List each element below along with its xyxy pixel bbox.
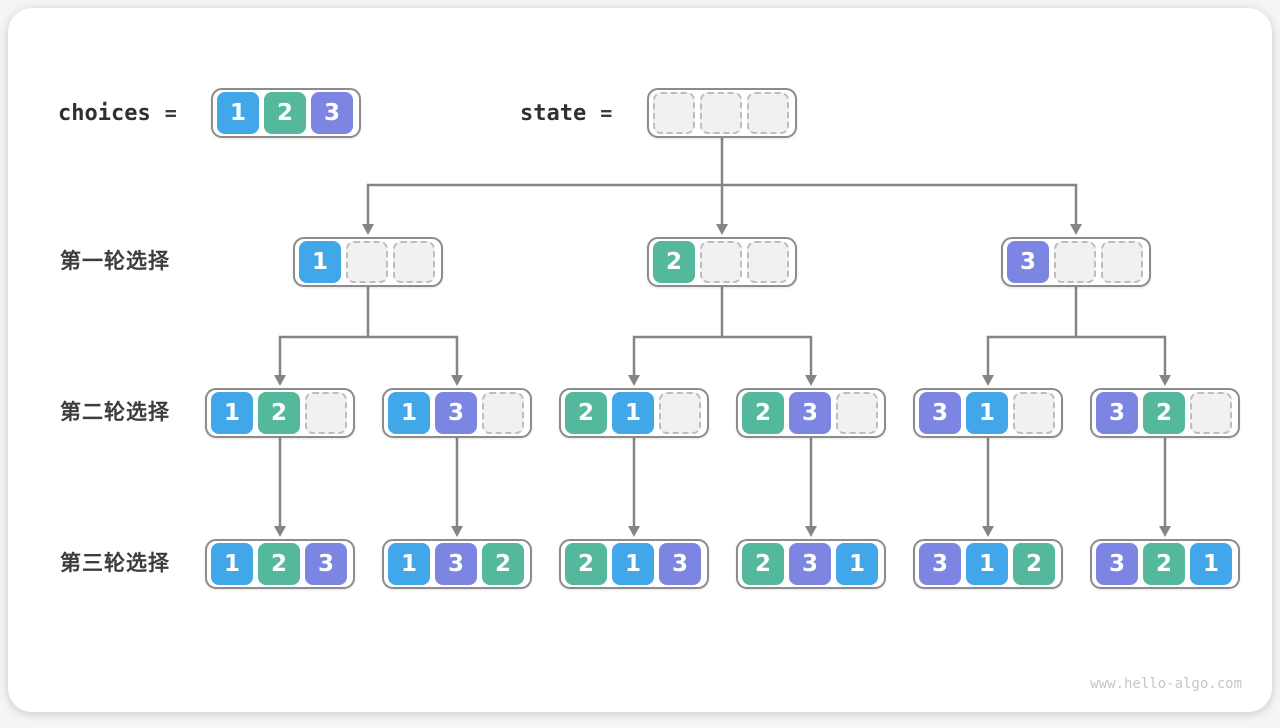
state-slot: 2 (482, 543, 524, 585)
state-slot (1013, 392, 1055, 434)
round3-node-312: 3 1 2 (913, 539, 1063, 589)
state-label: state (520, 100, 587, 126)
choices-cell: 1 (217, 92, 259, 134)
state-slot: 3 (1096, 392, 1138, 434)
state-slot: 1 (966, 543, 1008, 585)
round3-node-132: 1 3 2 (382, 539, 532, 589)
round2-node-12: 1 2 (205, 388, 355, 438)
state-slot: 1 (836, 543, 878, 585)
state-slot: 2 (742, 543, 784, 585)
state-slot (747, 241, 789, 283)
state-slot: 2 (1143, 543, 1185, 585)
state-slot: 3 (789, 392, 831, 434)
state-slot: 2 (565, 392, 607, 434)
round2-node-23: 2 3 (736, 388, 886, 438)
state-slot: 3 (1096, 543, 1138, 585)
round1-node-1: 1 (293, 237, 443, 287)
diagram-card: choices = 1 2 3 state = 第一轮选择 第二轮选择 第三轮选… (8, 8, 1272, 712)
choices-equals-sign: = (164, 101, 177, 125)
state-slot: 1 (211, 543, 253, 585)
state-slot (1054, 241, 1096, 283)
state-slot: 3 (435, 543, 477, 585)
state-slot: 3 (789, 543, 831, 585)
choices-cell: 2 (264, 92, 306, 134)
state-slot: 3 (919, 392, 961, 434)
state-slot: 2 (653, 241, 695, 283)
state-slot: 1 (299, 241, 341, 283)
round2-node-32: 3 2 (1090, 388, 1240, 438)
state-slot (700, 241, 742, 283)
choices-label-group: choices = (58, 88, 177, 138)
site-watermark: www.hello-algo.com (1090, 676, 1242, 692)
tree-connectors (274, 138, 1171, 537)
state-slot (700, 92, 742, 134)
state-array-root (647, 88, 797, 138)
state-slot: 1 (612, 543, 654, 585)
round3-node-123: 1 2 3 (205, 539, 355, 589)
state-slot: 3 (1007, 241, 1049, 283)
state-slot: 2 (742, 392, 784, 434)
state-slot (305, 392, 347, 434)
state-slot: 2 (258, 392, 300, 434)
round3-node-213: 2 1 3 (559, 539, 709, 589)
state-slot: 2 (565, 543, 607, 585)
round1-node-3: 3 (1001, 237, 1151, 287)
round3-node-321: 3 2 1 (1090, 539, 1240, 589)
state-slot (346, 241, 388, 283)
state-slot (659, 392, 701, 434)
state-slot (747, 92, 789, 134)
state-slot (836, 392, 878, 434)
state-slot: 1 (388, 543, 430, 585)
state-slot (1190, 392, 1232, 434)
state-slot: 1 (388, 392, 430, 434)
state-label-group: state = (520, 88, 612, 138)
state-slot: 3 (659, 543, 701, 585)
state-slot: 1 (966, 392, 1008, 434)
state-slot (653, 92, 695, 134)
round2-node-21: 2 1 (559, 388, 709, 438)
round3-node-231: 2 3 1 (736, 539, 886, 589)
state-slot: 2 (1013, 543, 1055, 585)
round2-node-13: 1 3 (382, 388, 532, 438)
choices-label: choices (58, 100, 151, 126)
state-slot (482, 392, 524, 434)
round2-label: 第二轮选择 (60, 401, 170, 424)
round1-node-2: 2 (647, 237, 797, 287)
state-slot (1101, 241, 1143, 283)
round1-label: 第一轮选择 (60, 250, 170, 273)
state-slot: 2 (258, 543, 300, 585)
state-slot (393, 241, 435, 283)
state-slot: 3 (435, 392, 477, 434)
state-slot: 2 (1143, 392, 1185, 434)
choices-cell: 3 (311, 92, 353, 134)
state-slot: 3 (919, 543, 961, 585)
state-slot: 1 (1190, 543, 1232, 585)
choices-array: 1 2 3 (211, 88, 361, 138)
state-slot: 1 (612, 392, 654, 434)
state-equals-sign: = (600, 101, 613, 125)
diagram-stage: choices = 1 2 3 state = 第一轮选择 第二轮选择 第三轮选… (8, 8, 1272, 712)
round2-node-31: 3 1 (913, 388, 1063, 438)
round3-label: 第三轮选择 (60, 552, 170, 575)
state-slot: 3 (305, 543, 347, 585)
state-slot: 1 (211, 392, 253, 434)
